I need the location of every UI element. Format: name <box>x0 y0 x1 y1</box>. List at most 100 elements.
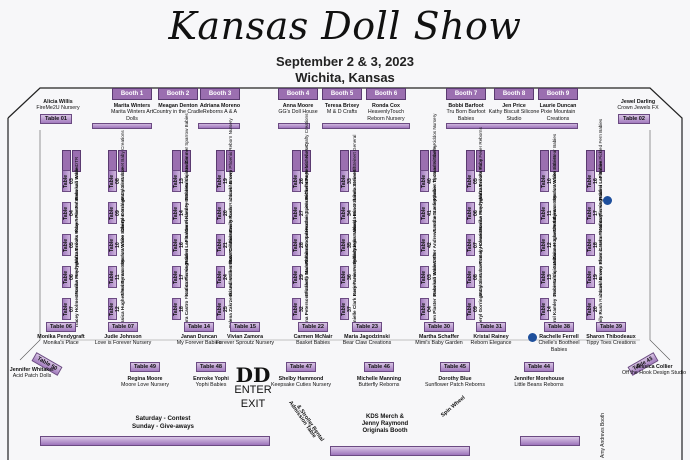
inner-table-1-3[interactable]: Table 11 <box>108 266 121 288</box>
bottom-table-22[interactable]: Table 22 <box>298 322 328 332</box>
booth-9[interactable]: Booth 9 <box>538 88 578 100</box>
inner-table-2-3[interactable]: Table 17 <box>172 266 185 288</box>
inner-table-7-0[interactable]: Table 05 <box>466 170 479 192</box>
inner-table-7-2[interactable]: Table 07 <box>466 234 479 256</box>
inner-table-7-3[interactable]: Table 08 <box>466 266 479 288</box>
booth-3[interactable]: Booth 3 <box>200 88 240 100</box>
booth-5[interactable]: Booth 5 <box>322 88 362 100</box>
inner-table-0-2[interactable]: Table 05 <box>62 234 75 256</box>
lower-table-48[interactable]: Table 48 <box>196 362 226 372</box>
inner-table-9-3[interactable]: Table 19 <box>586 266 599 288</box>
inner-table-8-1[interactable]: Table 11 <box>540 202 553 224</box>
inner-table-1-4[interactable]: Table 12 <box>108 298 121 320</box>
booth-band-2 <box>278 123 310 129</box>
booth-6[interactable]: Booth 6 <box>366 88 406 100</box>
inner-table-4-1[interactable]: Table 27 <box>292 202 305 224</box>
booth-strip-8-0 <box>540 150 549 172</box>
inner-table-2-0[interactable]: Table 13 <box>172 170 185 192</box>
inner-table-9-0[interactable]: Table 16 <box>586 170 599 192</box>
booth-1[interactable]: Booth 1 <box>112 88 152 100</box>
bottom-table-23[interactable]: Table 23 <box>352 322 382 332</box>
booth-7[interactable]: Booth 7 <box>446 88 486 100</box>
booth-strip-1-0 <box>108 150 117 172</box>
inner-table-1-0[interactable]: Table 08 <box>108 170 121 192</box>
inner-table-0-4[interactable]: Table 07 <box>62 298 75 320</box>
bottom-table-38[interactable]: Table 38 <box>544 322 574 332</box>
inner-table-8-4[interactable]: Table 14 <box>540 298 553 320</box>
booth-8[interactable]: Booth 8 <box>494 88 534 100</box>
inner-table-4-2[interactable]: Table 28 <box>292 234 305 256</box>
inner-table-0-0[interactable]: Table 03 <box>62 170 75 192</box>
inner-table-6-0[interactable]: Table 40 <box>420 170 433 192</box>
event-city: Wichita, Kansas <box>295 70 395 85</box>
bottom-table-31[interactable]: Table 31 <box>476 322 506 332</box>
bottom-table-07[interactable]: Table 07 <box>108 322 138 332</box>
inner-table-5-2[interactable]: Table 35 <box>340 234 353 256</box>
table-01[interactable]: Table 01 <box>40 114 72 124</box>
inner-table-3-1[interactable]: Table 20 <box>216 202 229 224</box>
inner-table-4-3[interactable]: Table 29 <box>292 266 305 288</box>
inner-table-5-3[interactable]: Table 36 <box>340 266 353 288</box>
table-02[interactable]: Table 02 <box>618 114 650 124</box>
inner-table-1-1[interactable]: Table 09 <box>108 202 121 224</box>
inner-table-5-1[interactable]: Table 34 <box>340 202 353 224</box>
booth-band-0 <box>92 123 152 129</box>
inner-table-4-0[interactable]: Table 26 <box>292 170 305 192</box>
booth-band-1 <box>198 123 240 129</box>
inner-table-9-1[interactable]: Table 17 <box>586 202 599 224</box>
lower-table-46[interactable]: Table 46 <box>364 362 394 372</box>
inner-table-0-1[interactable]: Table 04 <box>62 202 75 224</box>
inner-table-3-2[interactable]: Table 21 <box>216 234 229 256</box>
inner-table-2-2[interactable]: Table 16 <box>172 234 185 256</box>
inner-table-3-4[interactable]: Table 25 <box>216 298 229 320</box>
inner-table-6-3[interactable]: Table 03 <box>420 266 433 288</box>
booth-4[interactable]: Booth 4 <box>278 88 318 100</box>
inner-table-6-4[interactable]: Table 04 <box>420 298 433 320</box>
bottom-table-15[interactable]: Table 15 <box>230 322 260 332</box>
inner-table-7-1[interactable]: Table 06 <box>466 202 479 224</box>
inner-table-2-4[interactable]: Table 18 <box>172 298 185 320</box>
inner-table-6-1[interactable]: Table 41 <box>420 202 433 224</box>
inner-table-9-2[interactable]: Table 18 <box>586 234 599 256</box>
inner-table-4-4[interactable]: Table 32 <box>292 298 305 320</box>
inner-table-2-1[interactable]: Table 14 <box>172 202 185 224</box>
inner-table-3-0[interactable]: Table 19 <box>216 170 229 192</box>
booth-band-4 <box>446 123 578 129</box>
inner-table-0-3[interactable]: Table 06 <box>62 266 75 288</box>
inner-table-7-4[interactable]: Table 09 <box>466 298 479 320</box>
event-dates: September 2 & 3, 2023 <box>275 54 415 69</box>
inner-table-8-3[interactable]: Table 13 <box>540 266 553 288</box>
inner-table-8-2[interactable]: Table 12 <box>540 234 553 256</box>
inner-table-1-2[interactable]: Table 10 <box>108 234 121 256</box>
bottom-table-39[interactable]: Table 39 <box>596 322 626 332</box>
inner-table-5-0[interactable]: Table 33 <box>340 170 353 192</box>
inner-table-8-0[interactable]: Table 10 <box>540 170 553 192</box>
booth-2[interactable]: Booth 2 <box>158 88 198 100</box>
lower-table-44[interactable]: Table 44 <box>524 362 554 372</box>
inner-table-5-4[interactable]: Table 37 <box>340 298 353 320</box>
booth-band-3 <box>322 123 410 129</box>
inner-table-6-2[interactable]: Table 42 <box>420 234 433 256</box>
bottom-table-14[interactable]: Table 14 <box>184 322 214 332</box>
lower-table-49[interactable]: Table 49 <box>130 362 160 372</box>
inner-table-3-3[interactable]: Table 24 <box>216 266 229 288</box>
lower-table-45[interactable]: Table 45 <box>440 362 470 372</box>
lower-table-47[interactable]: Table 47 <box>286 362 316 372</box>
bottom-table-06[interactable]: Table 06 <box>46 322 76 332</box>
bottom-table-30[interactable]: Table 30 <box>424 322 454 332</box>
booth-strip-7-1 <box>476 150 485 172</box>
inner-table-9-4[interactable]: Table 20 <box>586 298 599 320</box>
booth-strip-5-0 <box>340 150 349 172</box>
